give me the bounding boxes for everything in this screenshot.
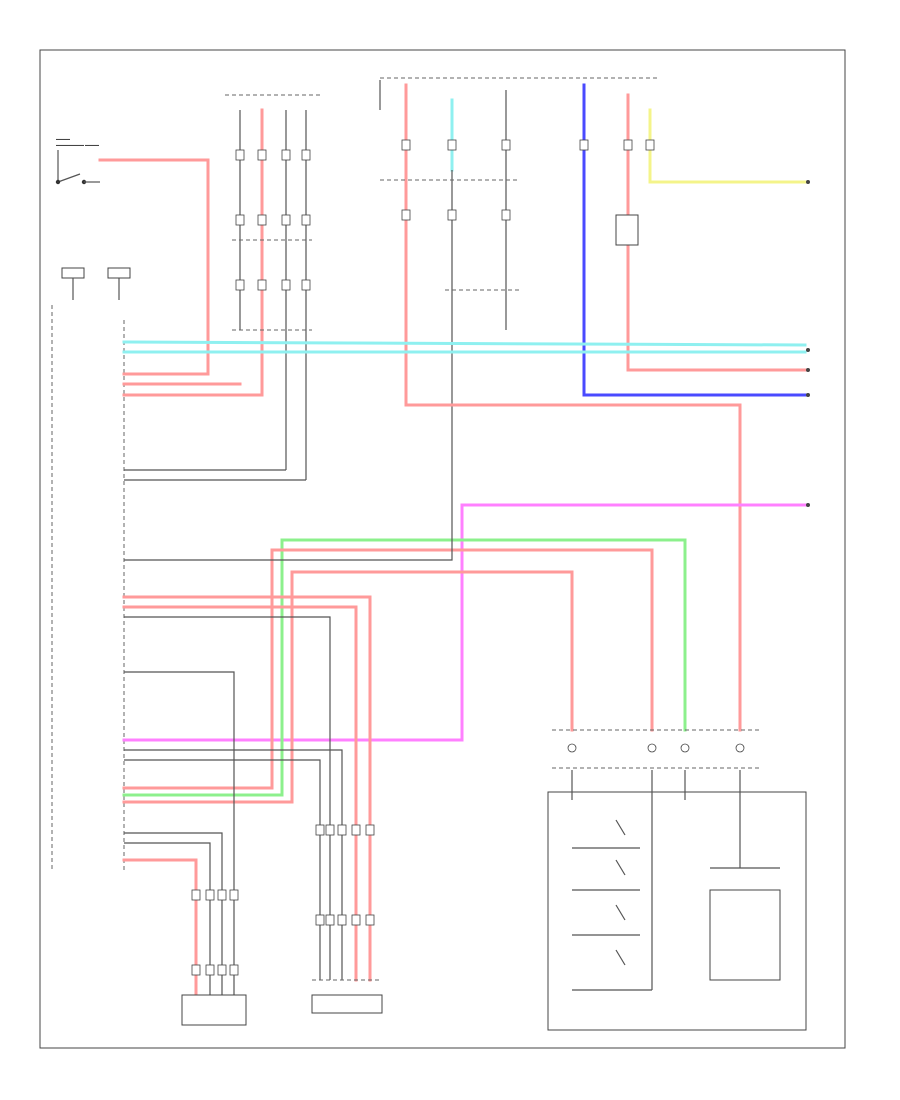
wire-black-bottom-3 [124, 759, 321, 980]
diagram-frame [39, 49, 846, 1049]
fuse-columns [379, 77, 660, 535]
wire-black-spiral [124, 535, 453, 561]
wire-red-loop-2 [122, 570, 574, 804]
wire-red-bottom-2 [122, 605, 358, 982]
wire-red-lock [122, 858, 198, 997]
main-left-connector [51, 305, 125, 870]
wire-green [122, 538, 687, 797]
right-terminals [806, 180, 810, 507]
wire-red-spiral [404, 403, 742, 732]
wire-red-bottom-1 [122, 595, 372, 982]
wire-cyan-1 [122, 340, 807, 347]
combination-switch [547, 729, 807, 1031]
wire-red-switch [98, 158, 210, 376]
svg-text:▬▬▬▬: ▬▬▬▬ [56, 137, 71, 141]
wire-black-bottom-2 [124, 749, 343, 980]
wire-black-lock-3 [124, 842, 211, 995]
top-left-switch: ▬▬▬▬ ▬▬▬▬▬▬▬▬ ▬▬▬▬ [55, 137, 100, 185]
steering-lock-unit [181, 889, 247, 1026]
wire-black-bottom-1 [124, 616, 331, 980]
center-bottom-connector [311, 824, 383, 1014]
ground-symbol-1 [61, 267, 85, 300]
wire-red-loop-1 [122, 548, 654, 790]
wire-black-lock-2 [124, 832, 223, 995]
wire-black-lock-1 [124, 671, 235, 995]
ground-symbol-2 [107, 267, 131, 300]
svg-text:▬▬▬▬▬▬▬▬ ▬▬▬▬: ▬▬▬▬▬▬▬▬ ▬▬▬▬ [56, 143, 99, 147]
top-center-harness [225, 94, 320, 480]
